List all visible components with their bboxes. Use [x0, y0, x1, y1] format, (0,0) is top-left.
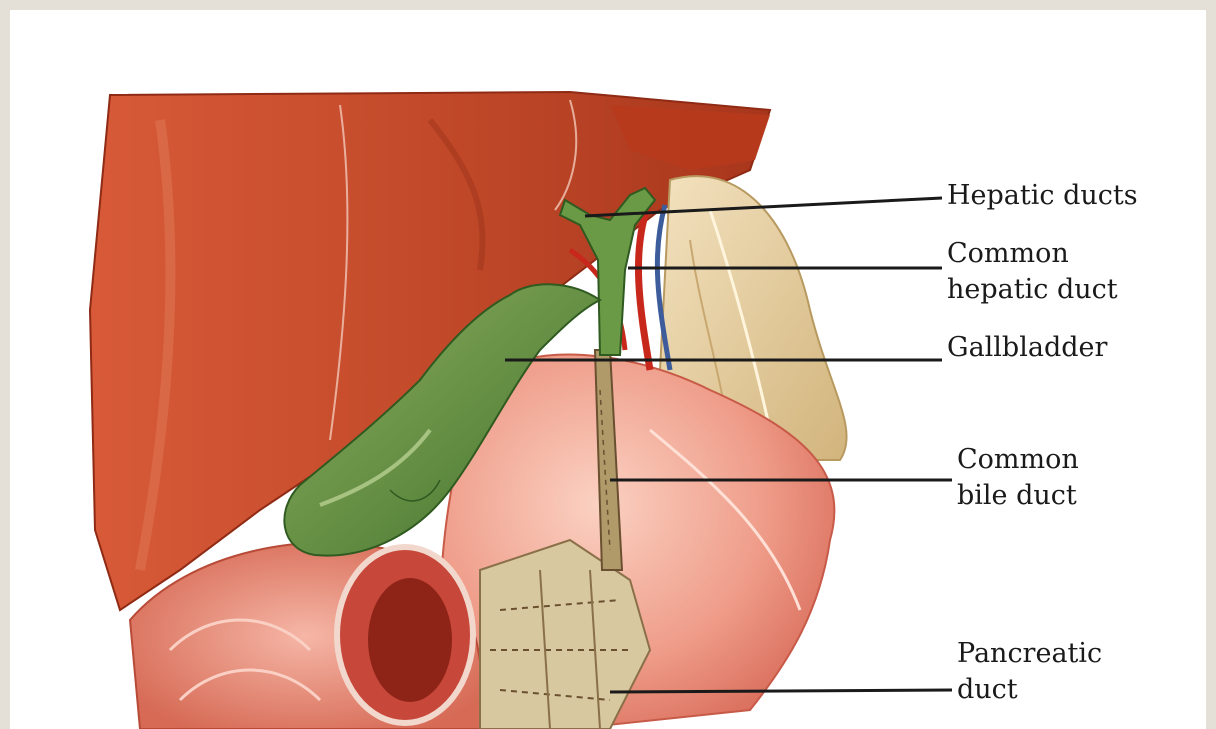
label-common-hepatic-duct: Common hepatic duct [947, 236, 1118, 308]
label-hepatic-ducts: Hepatic ducts [947, 178, 1138, 214]
label-pancreatic-duct: Pancreatic duct [957, 636, 1102, 708]
duodenum [130, 543, 482, 729]
illustration-panel: Hepatic ducts Common hepatic duct Gallbl… [10, 10, 1206, 729]
label-gallbladder: Gallbladder [947, 330, 1107, 366]
biliary-anatomy-illustration [10, 10, 1206, 729]
label-common-bile-duct: Common bile duct [957, 442, 1079, 514]
